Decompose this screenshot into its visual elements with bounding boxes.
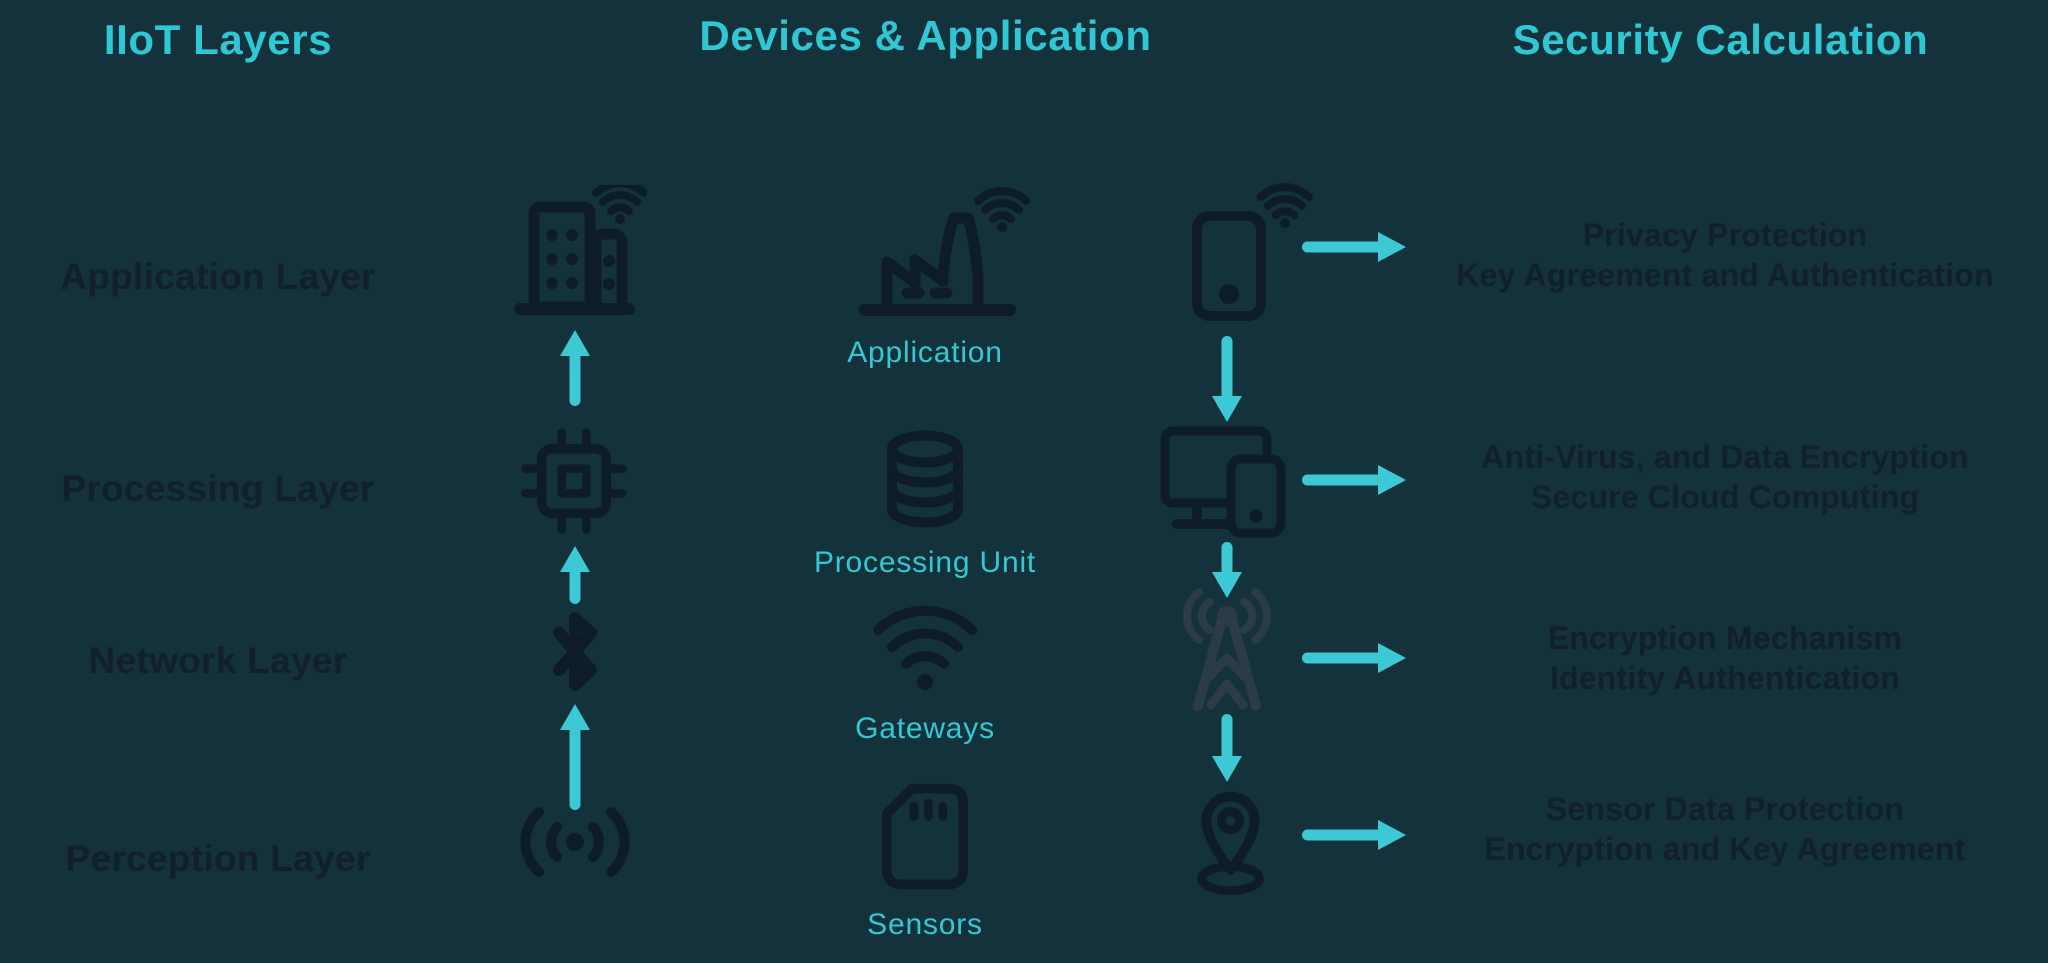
security-block-perception: Sensor Data Protection Encryption and Ke… — [1405, 789, 2045, 869]
sim-card-icon — [879, 781, 971, 892]
security-line: Sensor Data Protection — [1545, 791, 1905, 827]
sensor-signal-icon — [513, 800, 638, 885]
right-arrow — [1302, 820, 1406, 850]
device-label-application: Application — [847, 336, 1003, 369]
bluetooth-icon — [543, 606, 607, 697]
layer-label-processing: Processing Layer — [61, 468, 375, 509]
up-arrow — [559, 330, 591, 406]
header-devices-application: Devices & Application — [699, 12, 1152, 59]
security-line: Anti-Virus, and Data Encryption — [1481, 439, 1969, 475]
header-iiot-layers: IIoT Layers — [103, 16, 333, 63]
security-line: Identity Authentication — [1549, 660, 1901, 696]
right-arrow — [1302, 232, 1406, 262]
down-arrow — [1211, 336, 1243, 422]
smartphone-wifi-icon — [1183, 182, 1313, 327]
security-line: Encryption and Key Agreement — [1484, 831, 1966, 867]
factory-wifi-icon — [855, 182, 1045, 327]
security-block-application: Privacy Protection Key Agreement and Aut… — [1405, 215, 2045, 295]
layer-label-perception: Perception Layer — [65, 838, 371, 879]
device-label-sensors: Sensors — [867, 908, 983, 941]
down-arrow — [1211, 542, 1243, 598]
right-arrow — [1302, 465, 1406, 495]
up-arrow — [559, 546, 591, 604]
right-arrow — [1302, 643, 1406, 673]
device-label-processing-unit: Processing Unit — [813, 546, 1037, 579]
up-arrow — [559, 704, 591, 810]
wifi-icon — [865, 602, 985, 694]
down-arrow — [1211, 714, 1243, 782]
device-label-gateways: Gateways — [855, 712, 995, 745]
smart-building-wifi-icon — [512, 185, 647, 320]
security-line: Privacy Protection — [1582, 217, 1868, 253]
location-pin-icon — [1190, 781, 1272, 897]
security-block-processing: Anti-Virus, and Data Encryption Secure C… — [1405, 437, 2045, 517]
layer-label-network: Network Layer — [88, 640, 348, 681]
radio-tower-icon — [1172, 586, 1282, 718]
header-security-calculation: Security Calculation — [1512, 16, 1929, 63]
security-line: Secure Cloud Computing — [1530, 479, 1920, 515]
monitor-phone-icon — [1157, 421, 1292, 539]
security-line: Encryption Mechanism — [1547, 620, 1903, 656]
security-line: Key Agreement and Authentication — [1456, 257, 1994, 293]
chip-icon — [517, 424, 631, 538]
security-block-network: Encryption Mechanism Identity Authentica… — [1405, 618, 2045, 698]
database-icon — [875, 423, 975, 535]
layer-label-application: Application Layer — [60, 256, 376, 297]
